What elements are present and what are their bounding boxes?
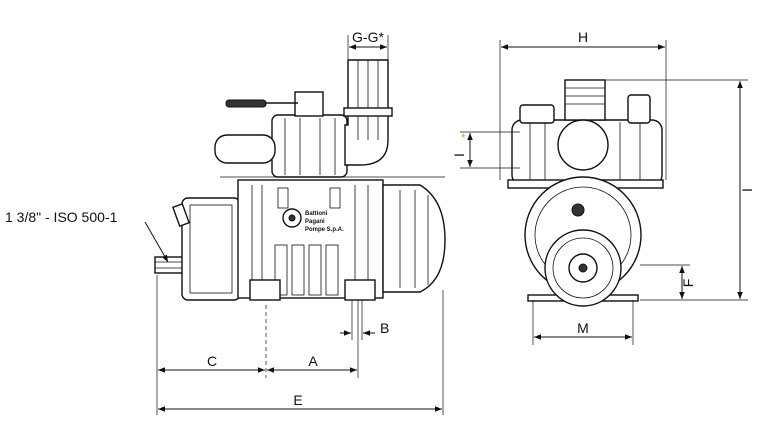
- dim-label-a: A: [308, 353, 318, 369]
- dim-label-b: B: [380, 320, 389, 336]
- dim-label-f: F: [680, 279, 696, 288]
- dim-label-i-star: I: [451, 153, 467, 157]
- left-flange: [181, 197, 241, 301]
- front-view: [507, 79, 664, 307]
- dim-label-i: I: [739, 188, 755, 192]
- dim-label-e: E: [293, 392, 302, 408]
- dim-label-m: M: [577, 320, 589, 336]
- dim-label-h: H: [578, 29, 588, 45]
- rear-cover: [382, 184, 446, 293]
- side-view: Battioni Pagani Pompe S.p.A.: [154, 59, 446, 301]
- dim-label-g-g: G-G*: [352, 29, 384, 45]
- shaft-spec-callout: 1 3/8" - ISO 500-1: [5, 209, 118, 225]
- logo-line-2: Pagani: [305, 219, 325, 225]
- dim-label-c: C: [207, 353, 217, 369]
- top-valve: [271, 114, 348, 178]
- drive-shaft: [154, 256, 184, 274]
- dimension-lines: [144, 35, 748, 415]
- logo-line-1: Battioni: [305, 211, 328, 217]
- dim-label-i-star-asterisk: *: [461, 131, 466, 145]
- logo-line-3: Pompe S.p.A.: [305, 227, 344, 233]
- manufacturer-logo: Battioni Pagani Pompe S.p.A.: [282, 208, 344, 233]
- valve-handle: [225, 99, 267, 108]
